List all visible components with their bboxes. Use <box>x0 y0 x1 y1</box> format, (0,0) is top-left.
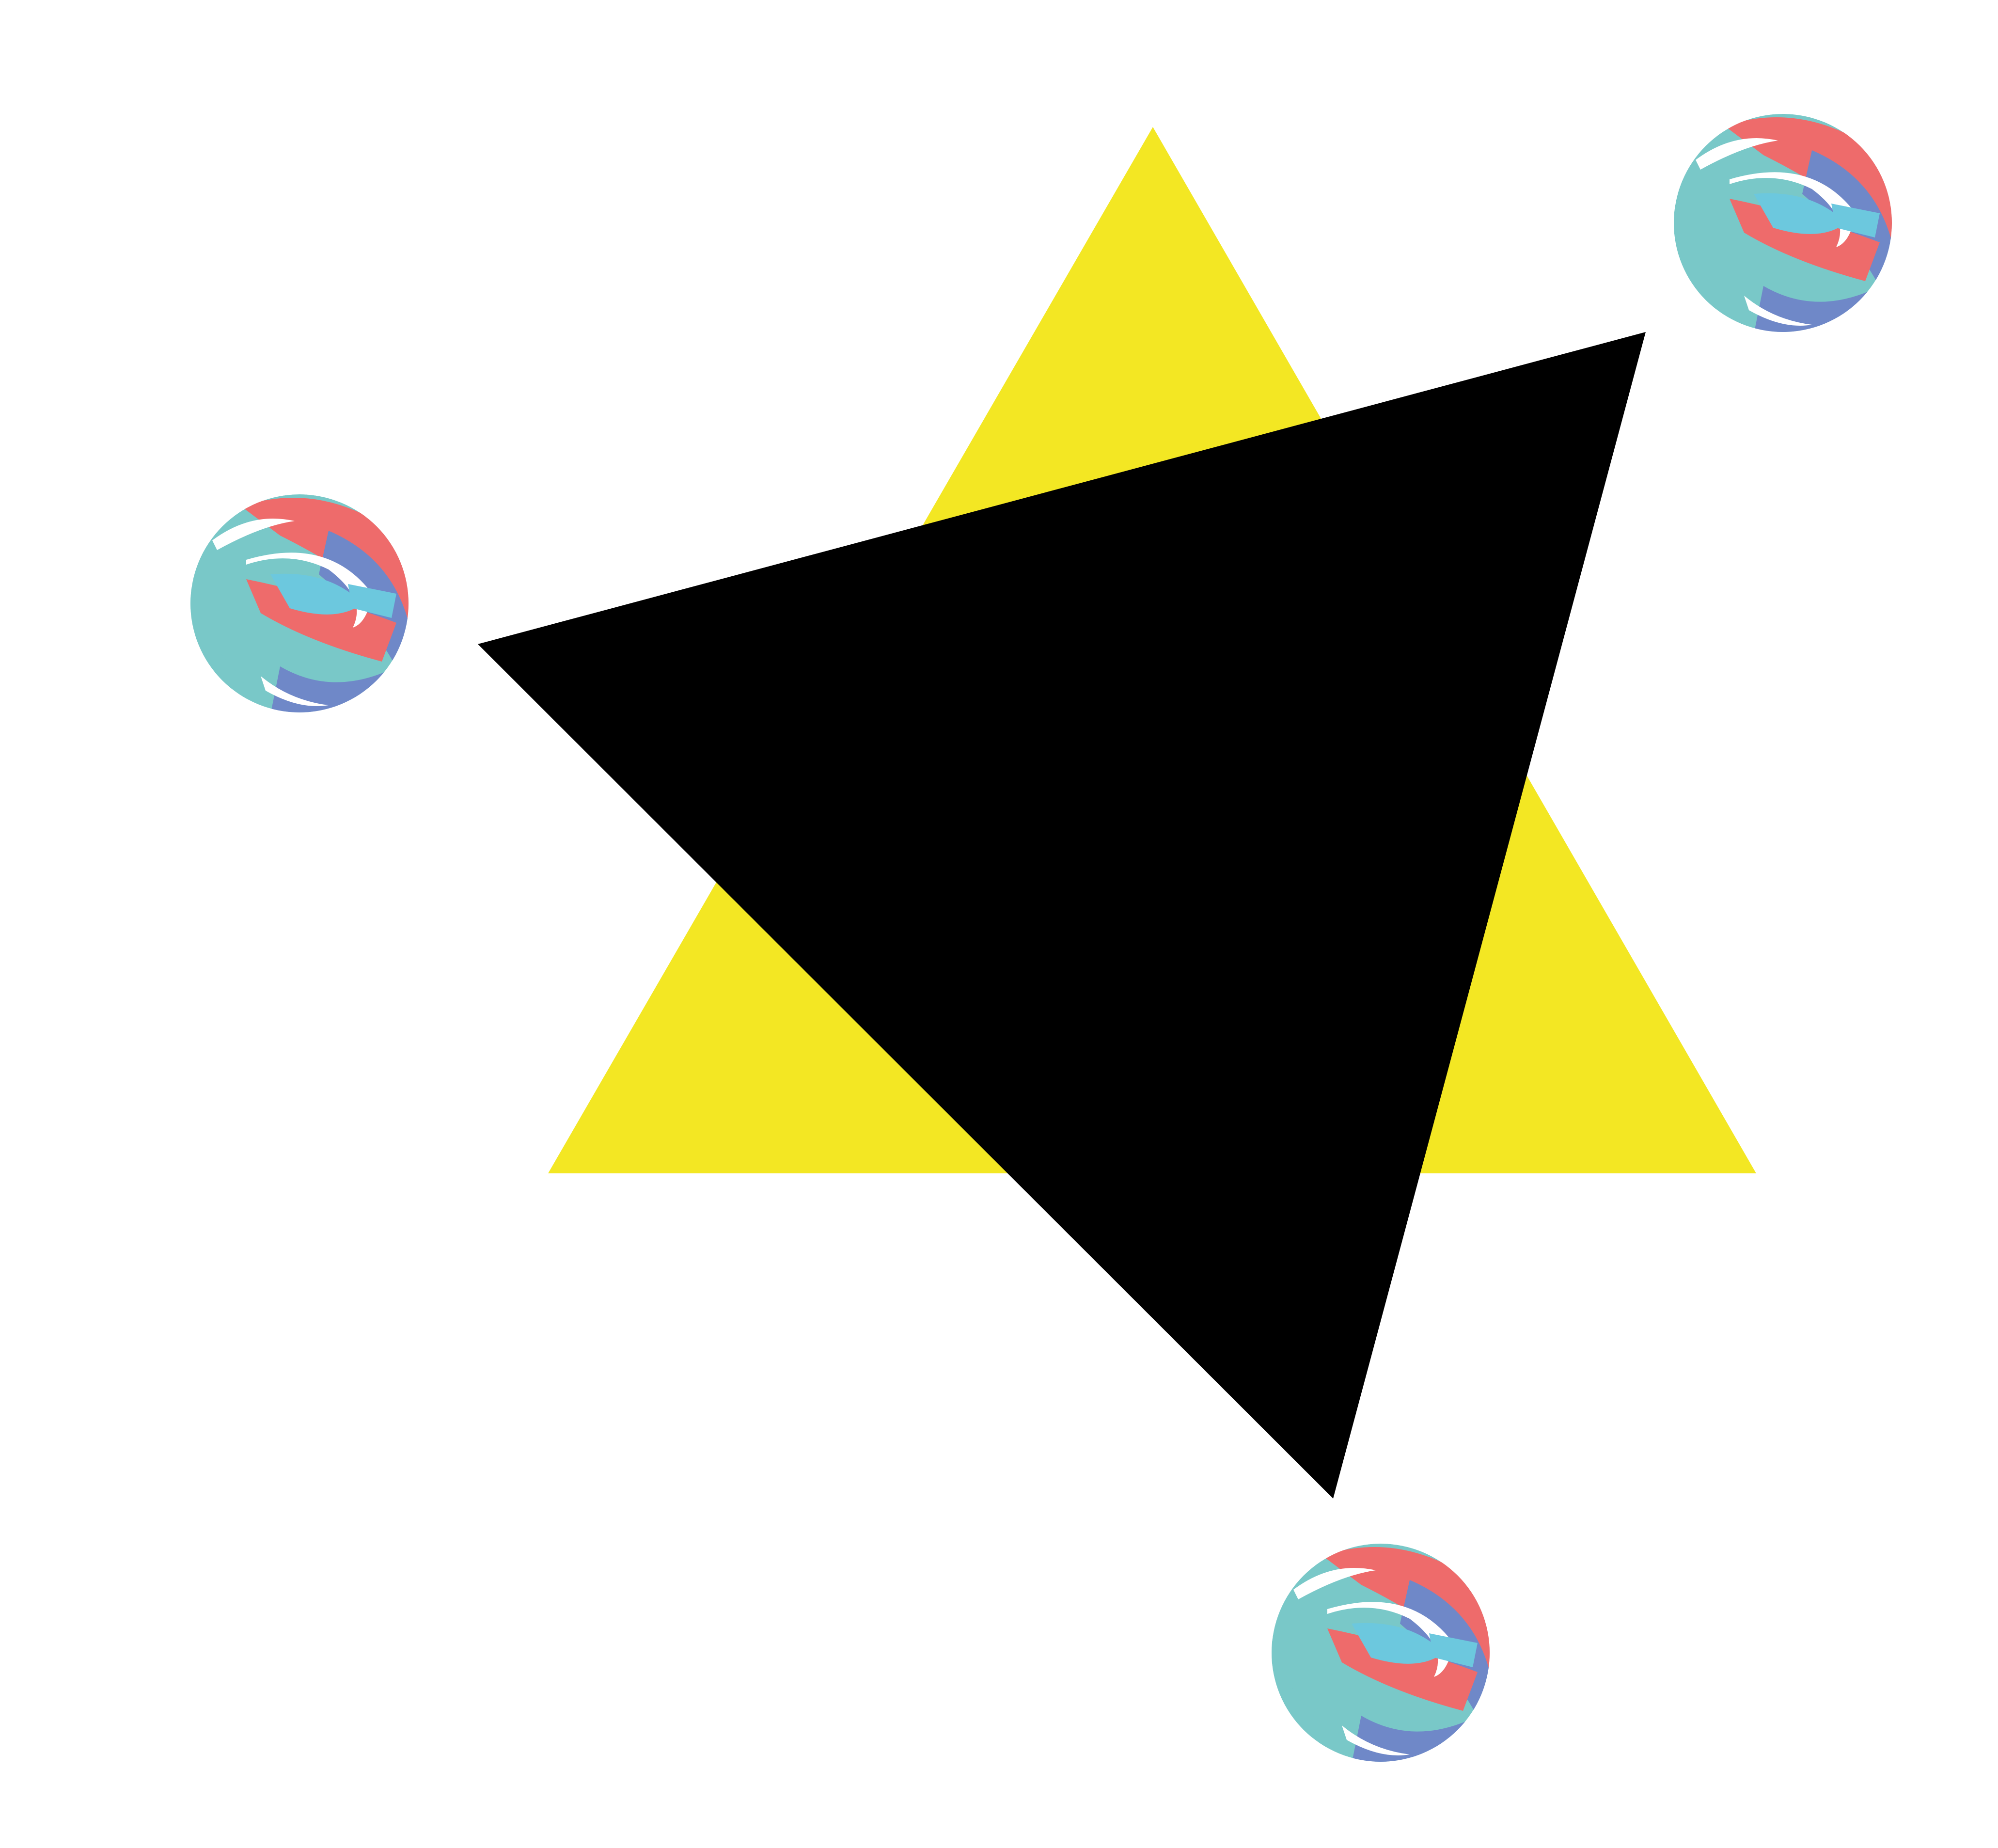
black-triangle <box>478 332 1646 1499</box>
